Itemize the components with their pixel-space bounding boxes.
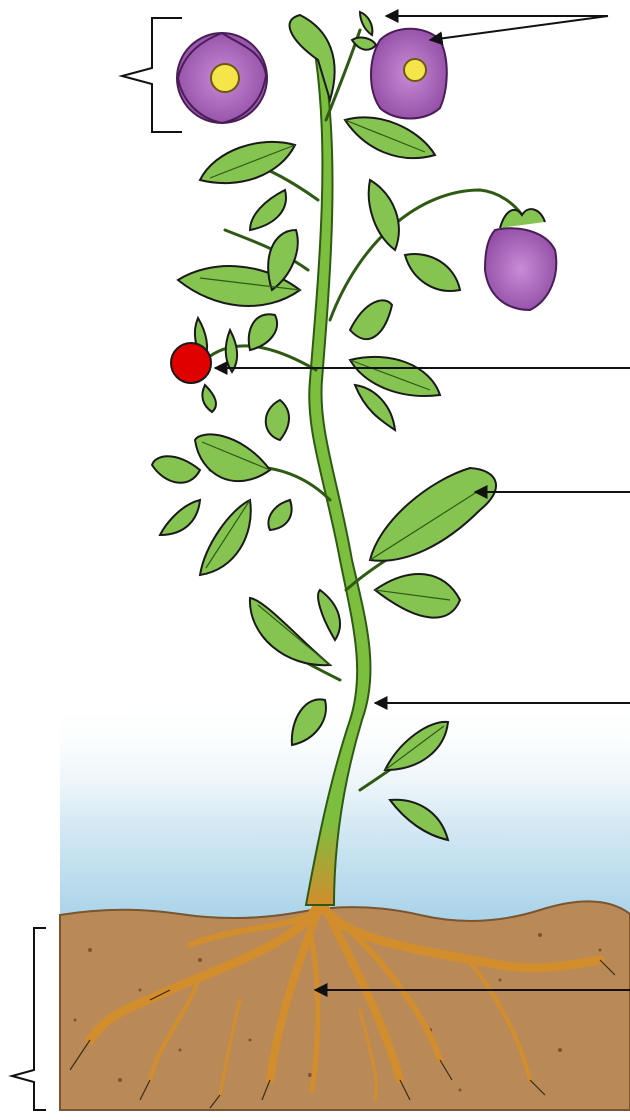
soil (60, 901, 630, 1110)
leaf-mid-left-2 (268, 230, 298, 290)
leaf-left-small-2 (160, 500, 200, 535)
flower-left (177, 33, 267, 123)
roots-bracket (12, 928, 46, 1110)
leaf-mid-right-3 (350, 300, 392, 339)
leaf-mid-right (369, 180, 399, 250)
flower-drooping (485, 209, 556, 310)
leaf-left-small-4 (268, 500, 291, 530)
red-dot-marker (171, 343, 211, 383)
leaf-left-big (195, 434, 270, 481)
flower-right (352, 12, 447, 119)
leaf-top (290, 15, 335, 100)
flower-pointer-2 (430, 16, 608, 40)
leaf-mid-right-2 (405, 254, 460, 291)
flowers-bracket (122, 18, 182, 132)
leaf-left-small-1 (152, 456, 200, 482)
leaf-left-cluster (249, 314, 277, 350)
leaf-left-lower (266, 400, 289, 440)
leaf-right-2 (355, 385, 395, 430)
leaf-left-mid-2 (318, 590, 340, 640)
leaf-upper-left-2 (250, 190, 286, 230)
leaf-right-big (370, 468, 496, 561)
